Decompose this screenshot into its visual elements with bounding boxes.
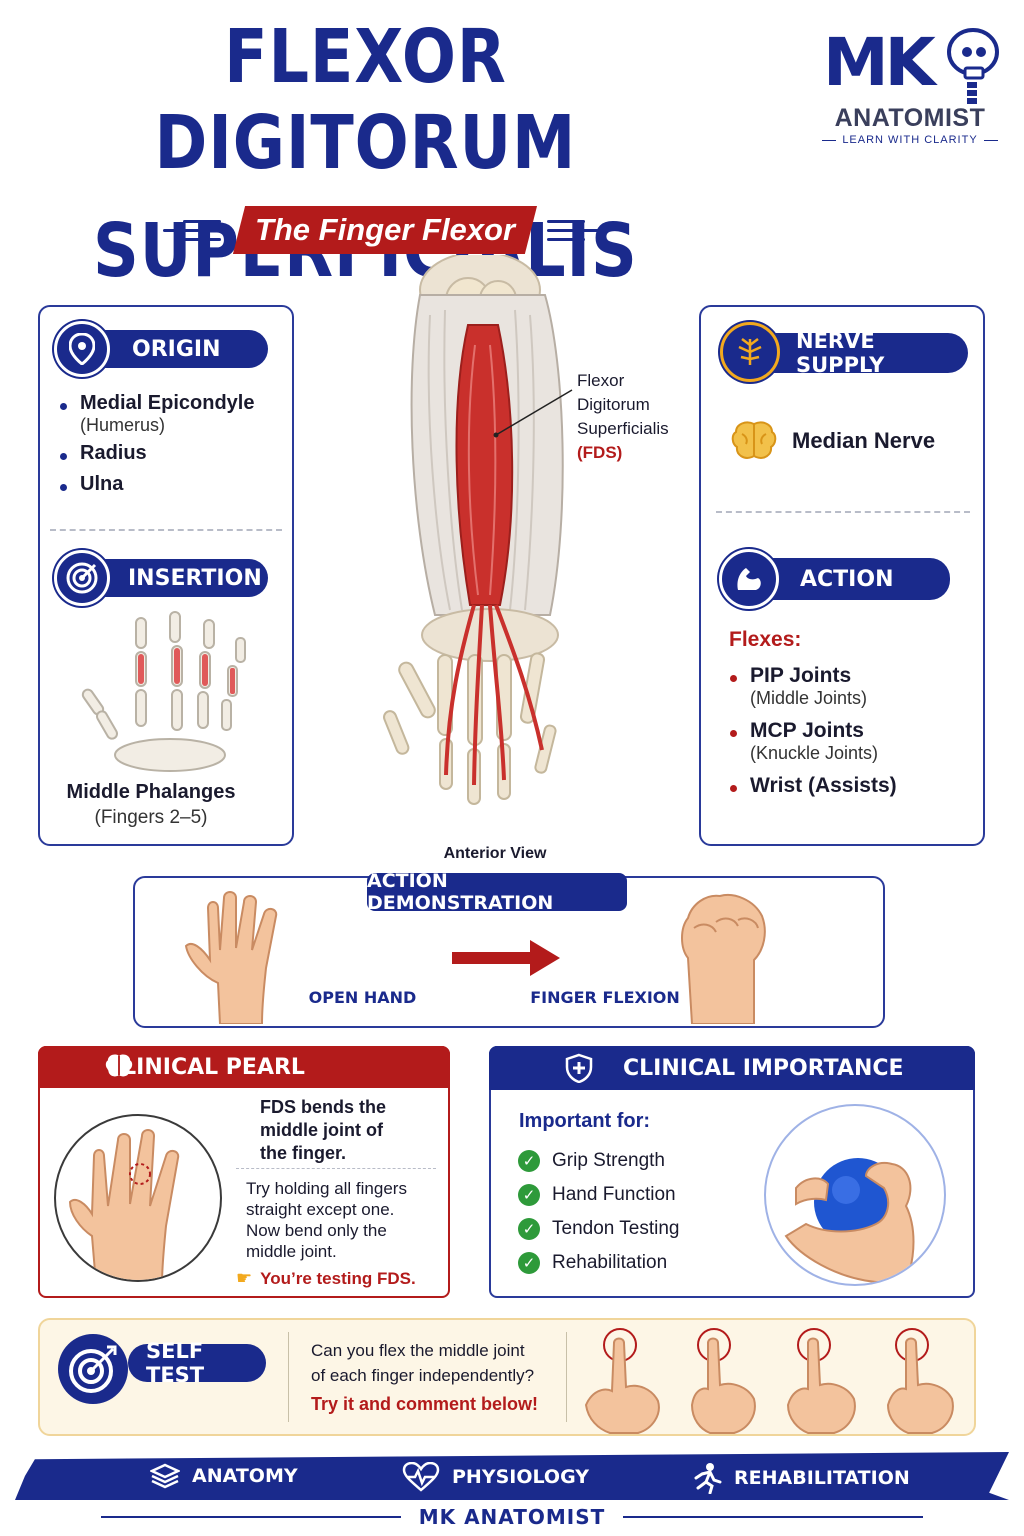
target-arrow-icon: [58, 1334, 128, 1404]
running-person-icon: [694, 1463, 722, 1494]
subtitle: The Finger Flexor: [232, 206, 538, 254]
shield-plus-icon: [565, 1053, 593, 1083]
forearm-muscle-illustration: [383, 255, 573, 805]
importance-lead: Important for:: [519, 1110, 651, 1132]
action-heading: ACTION: [756, 558, 950, 600]
muscle-callout: Flexor Digitorum Superficialis (FDS): [577, 371, 669, 462]
arrow-right-icon: [452, 940, 560, 976]
divider: [288, 1332, 289, 1422]
importance-heading-label: CLINICAL IMPORTANCE: [623, 1055, 904, 1081]
decor-lines-left: [162, 219, 223, 241]
action-list: PIP Joints (Middle Joints) MCP Joints (K…: [728, 664, 978, 798]
pearl-text-2: Try holding all fingers straight except …: [246, 1179, 407, 1261]
pearl-heading-label: CLINICAL PEARL: [106, 1054, 305, 1080]
brain-icon: [105, 1054, 133, 1077]
pearl-header: CLINICAL PEARL: [38, 1046, 450, 1088]
nerve-heading-label: NERVE SUPPLY: [796, 329, 885, 377]
demo-left-label: OPEN HAND: [308, 988, 417, 1007]
footer-item-physiology: PHYSIOLOGY: [402, 1462, 589, 1492]
demo-heading-label: ACTION DEMONSTRATION: [367, 870, 554, 914]
fist-illustration: [681, 894, 766, 1024]
map-pin-icon: [54, 321, 110, 377]
list-item: ✓ Hand Function: [518, 1178, 679, 1212]
subtitle-banner: The Finger Flexor: [155, 205, 615, 255]
brain-icon: [731, 421, 777, 459]
divider: [50, 529, 282, 531]
list-item: ✓ Tendon Testing: [518, 1212, 679, 1246]
list-item: ✓ Rehabilitation: [518, 1246, 679, 1280]
hand-circle-illustration: [54, 1114, 222, 1282]
footer-rule-left: [100, 1516, 401, 1518]
open-hand-illustration: [184, 891, 278, 1024]
divider: [716, 511, 970, 513]
divider: [236, 1168, 436, 1169]
layers-icon: [150, 1463, 180, 1489]
finger-test-hand: [690, 1328, 756, 1434]
insertion-heading-label: INSERTION: [128, 565, 262, 591]
check-icon: ✓: [518, 1252, 540, 1274]
flexed-arm-icon: [719, 549, 779, 609]
check-icon: ✓: [518, 1150, 540, 1172]
importance-list: ✓ Grip Strength ✓ Hand Function ✓ Tendon…: [518, 1144, 679, 1280]
target-icon: [54, 550, 110, 606]
footer-item-anatomy: ANATOMY: [150, 1462, 298, 1490]
self-test-cta: Try it and comment below!: [311, 1394, 539, 1414]
list-item: Wrist (Assists): [728, 774, 978, 798]
brand-logo: MK ANATOMIST LEARN WITH CLARITY: [815, 24, 1005, 154]
divider: [566, 1332, 567, 1422]
list-item: MCP Joints (Knuckle Joints): [728, 719, 978, 764]
decor-lines-right: [547, 219, 607, 241]
origin-list: Medial Epicondyle (Humerus) Radius Ulna: [58, 392, 288, 496]
importance-header: CLINICAL IMPORTANCE: [489, 1046, 975, 1090]
action-heading-label: ACTION: [800, 566, 894, 592]
logo-tagline: LEARN WITH CLARITY: [815, 134, 1005, 146]
finger-test-hand: [584, 1328, 660, 1434]
list-item: Radius: [58, 442, 288, 465]
logo-mark: MK: [823, 24, 936, 101]
list-item: Ulna: [58, 473, 288, 496]
footer-item-rehabilitation: REHABILITATION: [690, 1462, 910, 1494]
nerve-heading: NERVE SUPPLY: [750, 329, 968, 377]
list-item: Medial Epicondyle (Humerus): [58, 392, 288, 436]
action-lead: Flexes:: [729, 628, 802, 651]
footer-brand: MK ANATOMIST: [0, 1502, 1024, 1532]
heartbeat-icon: [402, 1462, 440, 1492]
demo-right-label: FINGER FLEXION: [530, 988, 680, 1007]
origin-heading-label: ORIGIN: [132, 336, 221, 362]
view-label: Anterior View: [443, 845, 547, 862]
check-icon: ✓: [518, 1218, 540, 1240]
footer-band: [15, 1452, 1009, 1500]
grip-ball-illustration: [764, 1104, 946, 1286]
pearl-text-1: FDS bends the middle joint of the finger…: [260, 1097, 387, 1163]
list-item: ✓ Grip Strength: [518, 1144, 679, 1178]
finger-test-hand: [886, 1328, 954, 1434]
self-test-heading-label: SELF TEST: [146, 1339, 205, 1387]
insertion-label: Middle Phalanges: [66, 781, 236, 803]
pearl-cta: ☛ You’re testing FDS.: [236, 1268, 416, 1288]
self-test-heading: SELF TEST: [128, 1339, 266, 1387]
insertion-sub: (Fingers 2–5): [94, 807, 208, 828]
logo-name: ANATOMIST: [834, 104, 986, 132]
list-item: PIP Joints (Middle Joints): [728, 664, 978, 709]
title-line-1: FLEXOR DIGITORUM: [154, 14, 577, 186]
self-test-question: Can you flex the middle joint of each fi…: [311, 1341, 535, 1385]
footer-rule-right: [623, 1516, 924, 1518]
demo-heading: ACTION DEMONSTRATION: [367, 870, 627, 914]
nerve-value: Median Nerve: [792, 428, 936, 453]
nerve-icon: [720, 322, 780, 382]
finger-test-hand: [786, 1328, 856, 1434]
pointing-hand-icon: ☛: [236, 1268, 253, 1288]
skull-icon: [947, 28, 999, 104]
hand-skeleton-illustration: [81, 611, 246, 772]
check-icon: ✓: [518, 1184, 540, 1206]
origin-heading: ORIGIN: [80, 330, 268, 368]
insertion-heading: INSERTION: [80, 559, 268, 597]
